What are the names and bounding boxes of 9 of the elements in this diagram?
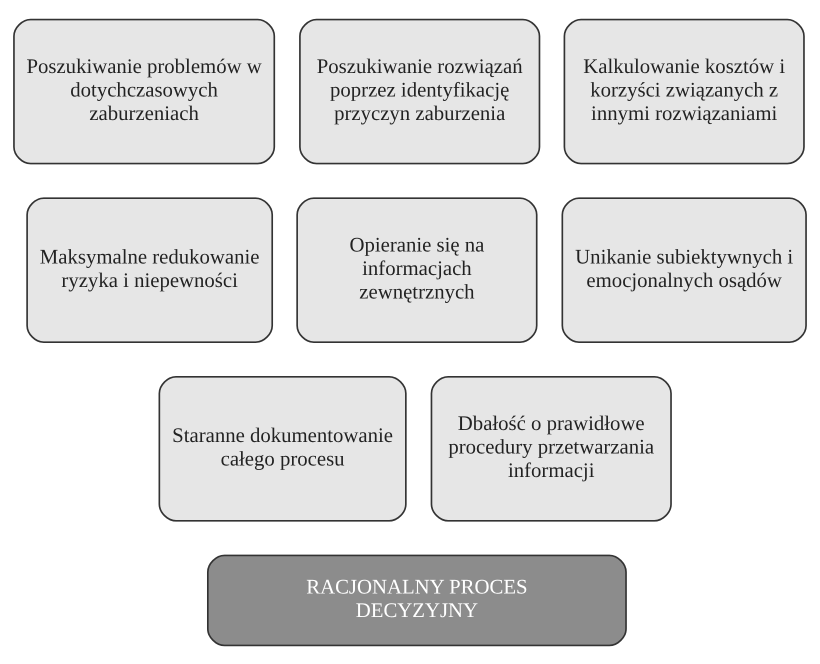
- node-box: Staranne dokumentowanie całego procesu: [158, 375, 407, 522]
- node-box: Dbałość o prawidłowe procedury przetwarzania informacji: [430, 375, 672, 522]
- node-box: Poszukiwanie problemów w dotychczasowych zaburzeniach: [13, 18, 276, 164]
- node-box: Unikanie subiektywnych i emocjonalnych osądów: [562, 196, 807, 343]
- node-box: RACJONALNY PROCES DECYZYJNY: [206, 554, 627, 646]
- node-box: Kalkulowanie kosztów i korzyści związanych z innymi rozwiązaniami: [564, 18, 805, 164]
- node-box: Maksymalne redukowanie ryzyka i niepewności: [26, 196, 274, 343]
- node-box: Poszukiwanie rozwiązań poprzez identyfikację przyczyn zaburzenia: [299, 18, 540, 164]
- node-box: Opieranie się na informacjach zewnętrznych: [296, 196, 538, 343]
